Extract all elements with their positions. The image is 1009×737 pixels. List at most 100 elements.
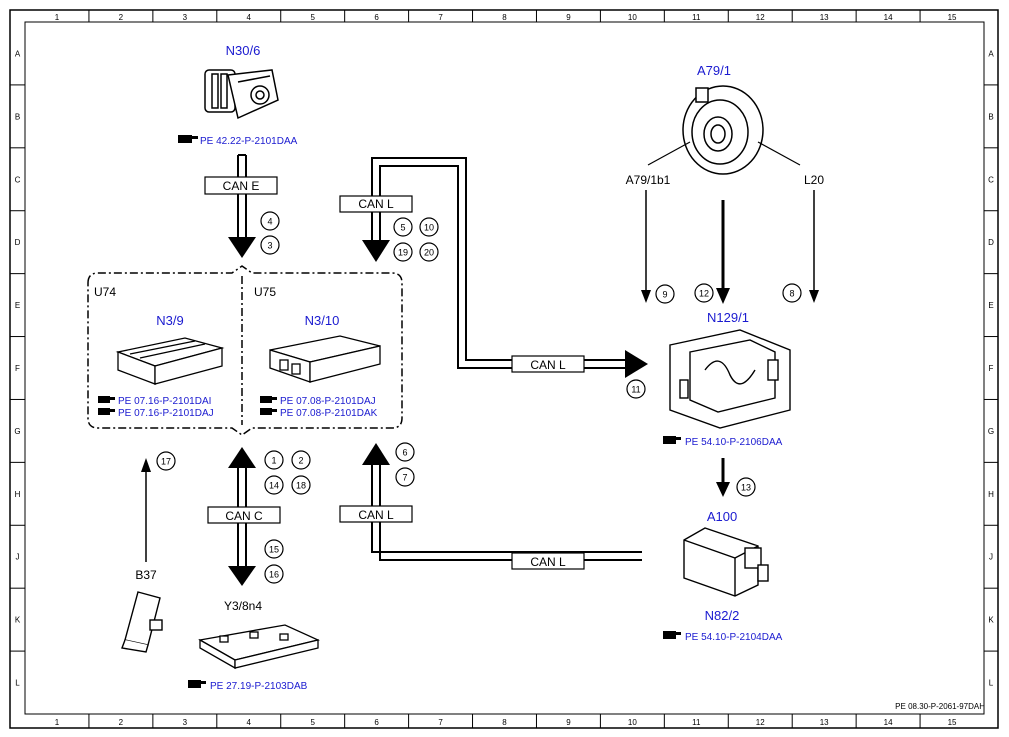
pointing-hand-icon — [178, 135, 198, 143]
row-letter: A — [15, 49, 21, 58]
row-letter: E — [15, 301, 20, 310]
marker-13: 13 — [736, 477, 756, 497]
marker-14: 14 — [264, 475, 284, 495]
marker-16: 16 — [264, 564, 284, 584]
n3-9-illustration — [115, 337, 225, 385]
svg-text:17: 17 — [161, 457, 171, 467]
n129-1-illustration — [669, 329, 791, 429]
column-number: 15 — [948, 718, 957, 727]
row-letter: L — [989, 679, 994, 688]
pointing-hand-icon — [98, 408, 115, 415]
can-l-low-label: CAN L — [530, 555, 566, 569]
svg-text:2: 2 — [298, 456, 303, 466]
n3-9-ref-2[interactable]: PE 07.16-P-2101DAJ — [98, 408, 214, 419]
can-l-bottom-line: CAN L CAN L — [339, 443, 642, 570]
column-number: 13 — [820, 13, 829, 22]
column-number: 1 — [55, 13, 60, 22]
n3-9-ref-1[interactable]: PE 07.16-P-2101DAI — [98, 396, 211, 407]
svg-text:19: 19 — [398, 248, 408, 258]
marker-20: 20 — [419, 242, 439, 262]
marker-3: 3 — [260, 235, 280, 255]
svg-text:PE 07.16-P-2101DAI: PE 07.16-P-2101DAI — [118, 396, 211, 407]
row-letter: J — [989, 553, 993, 562]
n3-10-ref-2[interactable]: PE 07.08-P-2101DAK — [260, 408, 378, 419]
column-number: 3 — [183, 13, 188, 22]
n82-2-label: N82/2 — [705, 608, 740, 623]
marker-18: 18 — [291, 475, 311, 495]
n30-6-ref[interactable]: PE 42.22-P-2101DAA — [178, 135, 298, 147]
column-number: 6 — [374, 718, 379, 727]
column-number: 7 — [438, 718, 443, 727]
svg-text:11: 11 — [631, 385, 640, 395]
n30-6-ref-text: PE 42.22-P-2101DAA — [200, 136, 298, 147]
column-number: 5 — [310, 13, 315, 22]
marker-12: 12 — [694, 283, 714, 303]
row-letter: A — [988, 49, 994, 58]
row-letter: F — [15, 364, 20, 373]
marker-5: 5 — [393, 217, 413, 237]
a100-illustration — [683, 527, 769, 597]
n82-2-ref[interactable]: PE 54.10-P-2104DAA — [663, 631, 783, 643]
n129-1-ref-text: PE 54.10-P-2106DAA — [685, 437, 783, 448]
column-number: 8 — [502, 718, 507, 727]
n30-6-component: N30/6 PE 42.22-P-2101DAA — [178, 43, 298, 147]
n129-1-component: N129/1 PE 54.10-P-2106DAA — [663, 310, 791, 497]
row-letter: L — [15, 679, 20, 688]
svg-text:PE 07.08-P-2101DAK: PE 07.08-P-2101DAK — [280, 408, 378, 419]
n3-10-ref-1[interactable]: PE 07.08-P-2101DAJ — [260, 396, 376, 407]
row-letter: K — [15, 616, 21, 625]
svg-text:4: 4 — [267, 217, 272, 227]
row-letter: D — [988, 238, 994, 247]
svg-text:18: 18 — [296, 481, 306, 491]
pointing-hand-icon — [663, 631, 681, 639]
n129-1-label: N129/1 — [707, 310, 749, 325]
can-l-right-label: CAN L — [530, 358, 566, 372]
marker-6: 6 — [395, 442, 415, 462]
svg-text:PE 07.16-P-2101DAJ: PE 07.16-P-2101DAJ — [118, 408, 214, 419]
can-c-label: CAN C — [225, 509, 263, 523]
y3-8n4-label: Y3/8n4 — [224, 599, 262, 613]
a79-1-illustration — [682, 85, 764, 175]
a79-1b1-label: A79/1b1 — [626, 173, 671, 187]
svg-text:7: 7 — [402, 473, 407, 483]
n3-9-label: N3/9 — [156, 313, 183, 328]
pointing-hand-icon — [663, 436, 681, 444]
row-letter: F — [989, 364, 994, 373]
marker-17: 17 — [156, 451, 176, 471]
column-number: 9 — [566, 13, 571, 22]
pointing-hand-icon — [188, 680, 206, 688]
a100-label: A100 — [707, 509, 737, 524]
n129-1-ref[interactable]: PE 54.10-P-2106DAA — [663, 436, 783, 448]
can-e-line: CAN E — [204, 154, 278, 258]
b37-component: B37 — [121, 458, 163, 653]
column-number: 14 — [884, 13, 893, 22]
column-number: 15 — [948, 13, 957, 22]
can-l-top-line: CAN L CAN L — [339, 157, 648, 378]
svg-text:16: 16 — [269, 570, 279, 580]
row-letter: G — [988, 427, 994, 436]
column-number: 6 — [374, 13, 379, 22]
marker-15: 15 — [264, 539, 284, 559]
y3-8n4-ref-text: PE 27.19-P-2103DAB — [210, 681, 308, 692]
n30-6-label: N30/6 — [226, 43, 261, 58]
column-number: 2 — [119, 718, 124, 727]
column-number: 4 — [247, 13, 252, 22]
marker-8: 8 — [782, 283, 802, 303]
row-letter: C — [988, 175, 994, 184]
a79-1-label: A79/1 — [697, 63, 731, 78]
row-letter: B — [988, 112, 993, 121]
y3-8n4-ref[interactable]: PE 27.19-P-2103DAB — [188, 680, 308, 692]
can-c-line: CAN C — [207, 447, 281, 586]
a79-1-component: A79/1 A79/1b1 L20 — [626, 63, 824, 304]
column-number: 9 — [566, 718, 571, 727]
column-number: 10 — [628, 13, 637, 22]
column-number: 7 — [438, 13, 443, 22]
can-e-label: CAN E — [223, 179, 260, 193]
column-number: 4 — [247, 718, 252, 727]
column-number: 11 — [692, 13, 701, 22]
